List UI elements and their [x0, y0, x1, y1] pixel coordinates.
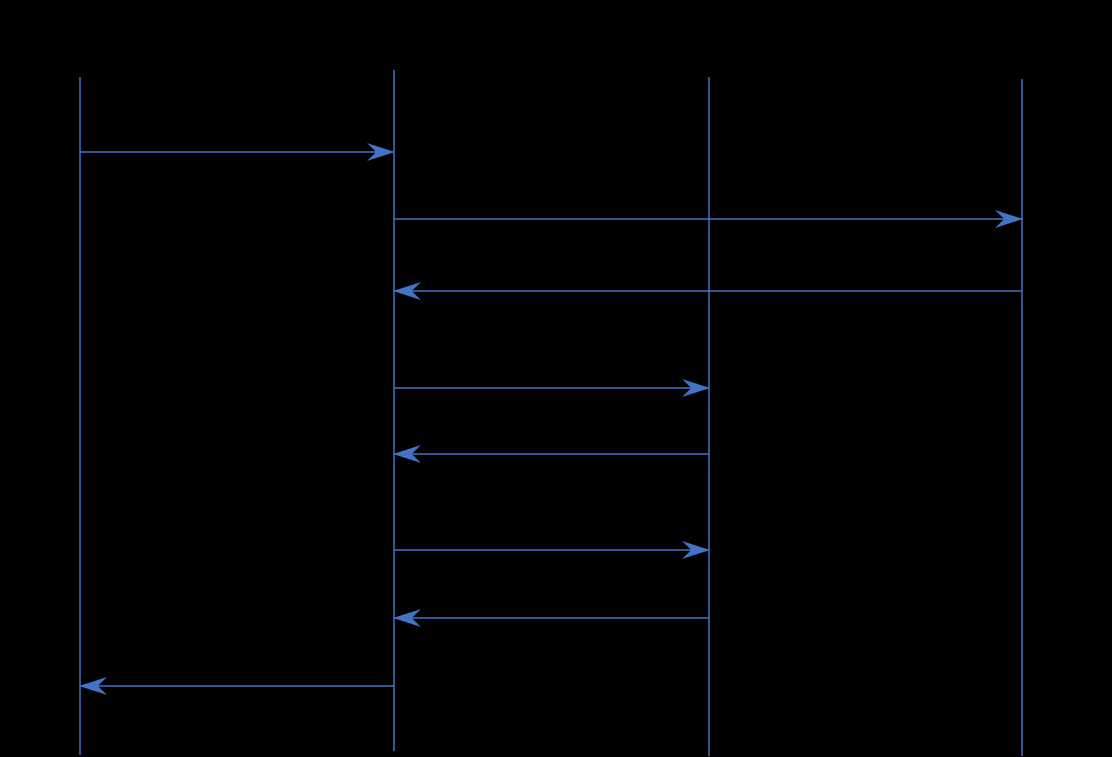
diagram-canvas	[79, 70, 1023, 756]
sequence-diagram	[79, 70, 1023, 756]
